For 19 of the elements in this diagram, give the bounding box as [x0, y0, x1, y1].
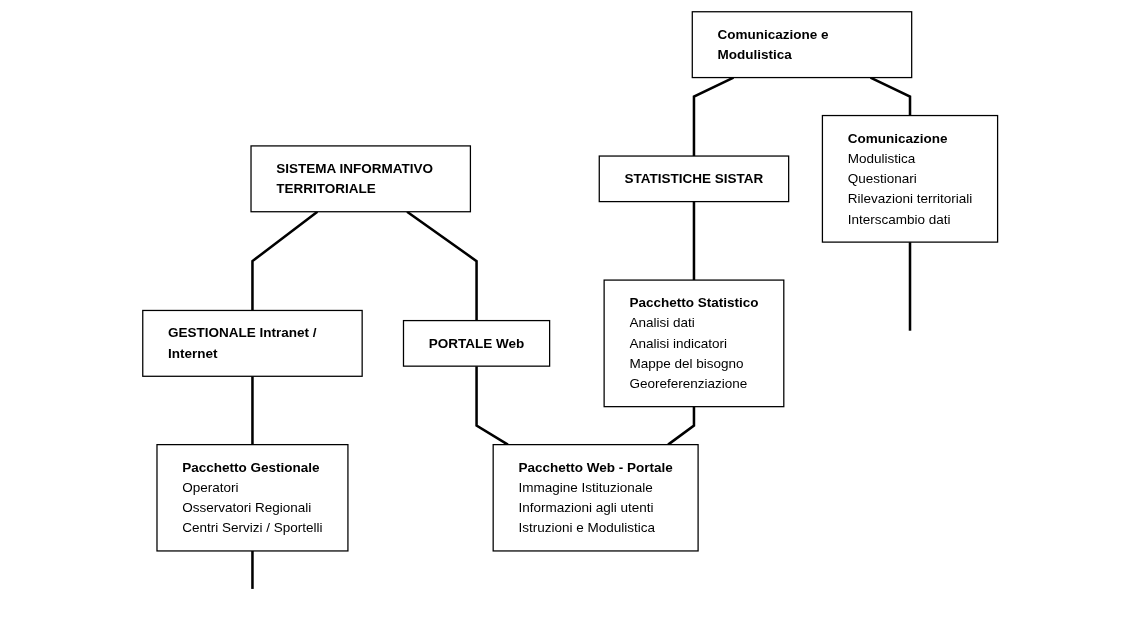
node-box: GESTIONALE Intranet / Internet	[142, 309, 364, 377]
connector	[909, 242, 912, 331]
connector	[251, 550, 255, 589]
connector	[406, 210, 479, 321]
connector	[693, 201, 696, 281]
node-box: Pacchetto Statistico Analisi dati Analisi indicatori Mappe del bisogno Georeferenziazione	[603, 279, 785, 408]
node-box: Comunicazione Modulistica Questionari Rilevazioni territoriali Interscambio dati	[822, 114, 999, 243]
node-box: Pacchetto Gestionale Operatori Osservatori Regionali Centri Servizi / Sportelli	[156, 444, 349, 552]
node-box: Comunicazione e Modulistica	[691, 11, 913, 79]
node-box: Pacchetto Web - Portale Immagine Istituzionale Informazioni agli utenti Istruzioni e Modulistica	[492, 444, 700, 552]
connector	[475, 366, 509, 446]
node-box: STATISTICHE SISTAR	[598, 155, 790, 203]
connector	[667, 406, 696, 446]
connector	[251, 376, 255, 445]
node-box: SISTEMA INFORMATIVO TERRITORIALE	[250, 145, 472, 213]
connector	[870, 76, 912, 116]
node-box: PORTALE Web	[403, 319, 551, 367]
connector	[693, 76, 735, 157]
connector	[251, 210, 319, 311]
